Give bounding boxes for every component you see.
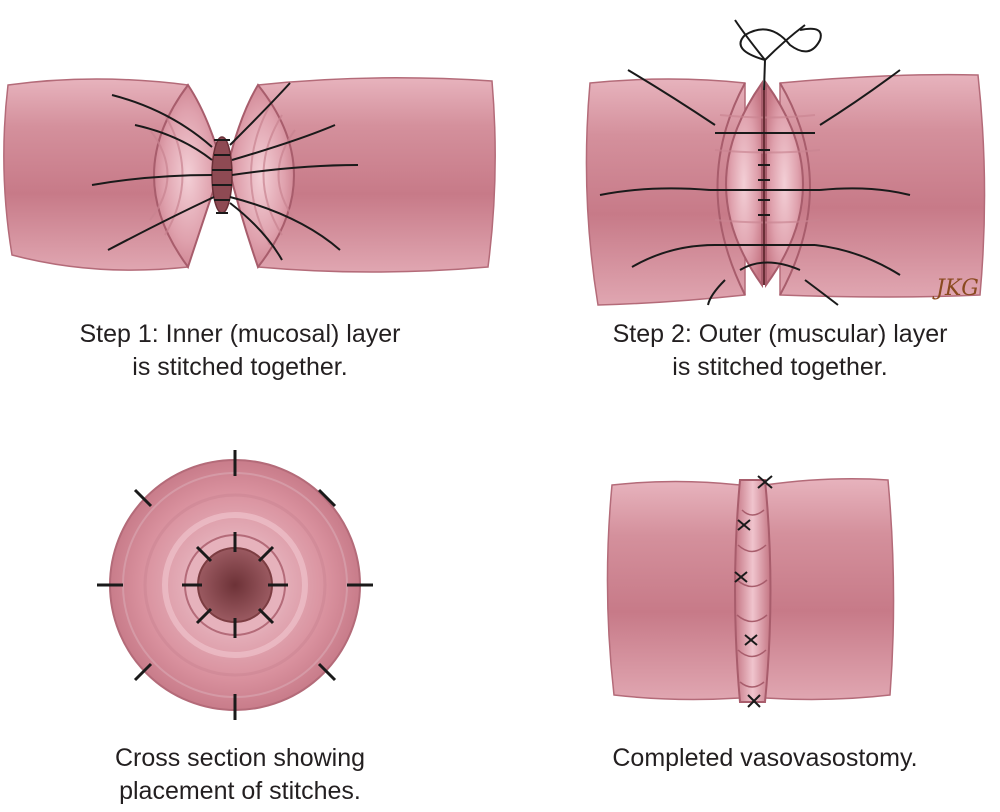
cross-section-caption-line1: Cross section showing (114, 744, 366, 772)
inner-stitches (182, 532, 288, 638)
step2-caption-line1: Step 2: Outer (muscular) layer (612, 320, 948, 348)
seam-stitches (734, 475, 773, 708)
completed-vasovasostomy-graphic (606, 475, 895, 708)
cross-section-caption-line2: placement of stitches. (119, 777, 361, 805)
right-vas-segment (257, 77, 496, 273)
right-vas-segment (779, 73, 986, 298)
completed-caption-line1: Completed vasovasostomy. (612, 744, 918, 772)
cross-section-graphic (97, 450, 373, 720)
outer-stitches (97, 450, 373, 720)
step2-caption-line2: is stitched together. (672, 353, 888, 381)
cross-section-caption: Cross section showing placement of stitc… (40, 742, 440, 808)
step2-caption: Step 2: Outer (muscular) layer is stitch… (580, 318, 980, 384)
left-vas-segment (606, 480, 741, 701)
right-vas-segment (764, 478, 895, 701)
artist-signature: JKG (932, 276, 979, 301)
vas-ends-inner-layer-graphic (3, 77, 496, 273)
step2-illustration: JKG (570, 5, 1000, 315)
step1-illustration (0, 55, 500, 315)
completed-illustration (600, 470, 900, 715)
step1-caption-line1: Step 1: Inner (mucosal) layer (79, 320, 401, 348)
suture-threads (91, 82, 359, 261)
inner-anastomosis (211, 136, 233, 214)
vas-ends-outer-layer-graphic: JKG (585, 19, 986, 306)
left-vas-segment (585, 78, 746, 306)
suture-threads (599, 19, 911, 306)
completed-caption: Completed vasovasostomy. (565, 742, 965, 775)
step1-caption-line2: is stitched together. (132, 353, 348, 381)
anastomosis-seam (734, 479, 772, 703)
cross-section-illustration (85, 440, 385, 730)
step1-caption: Step 1: Inner (mucosal) layer is stitche… (40, 318, 440, 384)
